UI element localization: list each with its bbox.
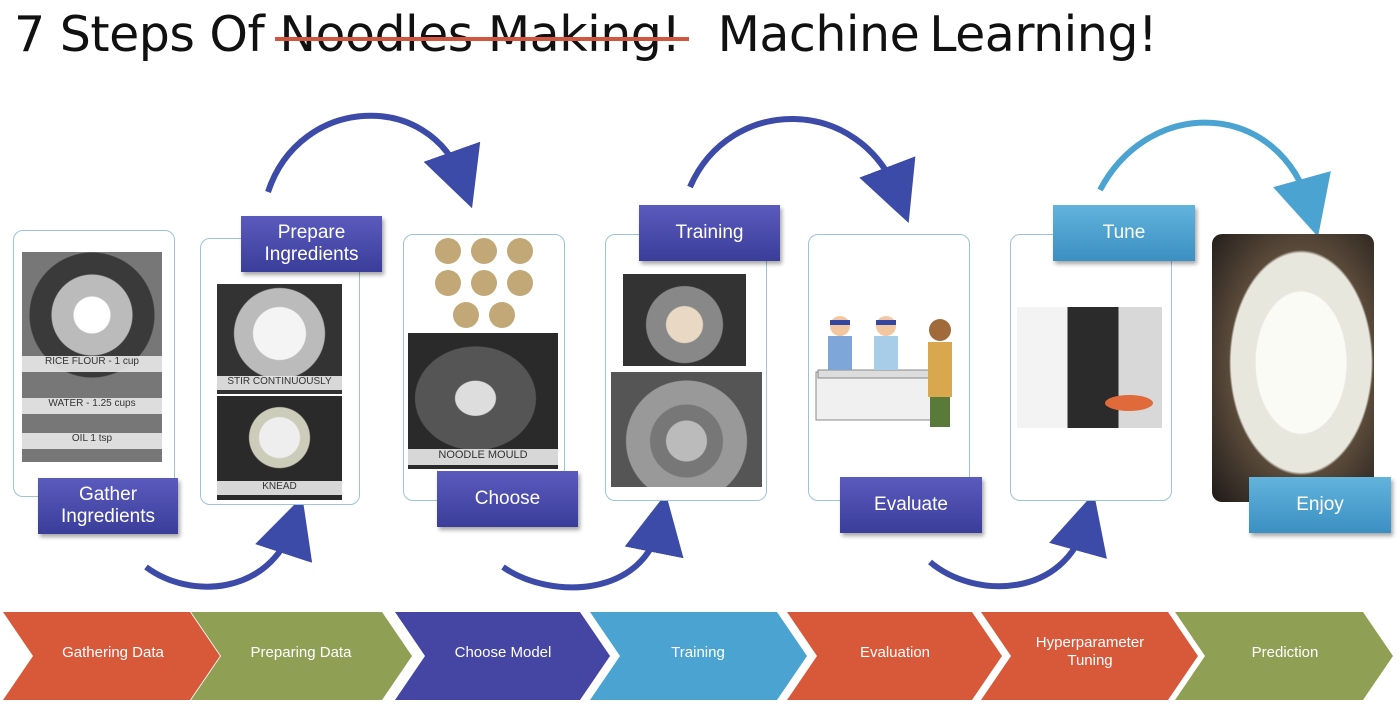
photo-rice-flour-pot: RICE FLOUR - 1 cup WATER - 1.25 cups OIL…	[22, 252, 162, 462]
arrow-top-3	[1097, 119, 1331, 237]
title-struck-text: Noodles Making!	[279, 6, 681, 63]
caption-knead: KNEAD	[217, 481, 342, 495]
chevron-hyperparameter-tuning	[981, 612, 1198, 700]
chevron-prediction	[1175, 612, 1393, 700]
label-evaluate: Evaluate	[840, 477, 982, 533]
label-gather-ingredients: Gather Ingredients	[38, 478, 178, 534]
arrow-bottom-3	[928, 493, 1107, 590]
arrow-top-2	[687, 116, 916, 224]
photo-chef-seasoning	[1017, 307, 1162, 428]
mould-discs	[435, 238, 533, 328]
photo-noodle-mould: NOODLE MOULD	[408, 333, 558, 469]
caption-water: WATER - 1.25 cups	[22, 398, 162, 414]
photo-stirring: STIR CONTINUOUSLY	[217, 284, 342, 394]
tasting-illustration	[815, 316, 952, 427]
ml-step-evaluation: Evaluation	[859, 644, 931, 661]
arrow-bottom-1	[144, 496, 313, 590]
label-enjoy: Enjoy	[1249, 477, 1391, 533]
chevron-evaluation	[787, 612, 1002, 700]
photo-pressing	[623, 274, 746, 366]
caption-stir: STIR CONTINUOUSLY	[217, 376, 342, 390]
chevron-training	[590, 612, 807, 700]
photo-kneading: KNEAD	[217, 396, 342, 500]
dish-plate	[1105, 395, 1153, 411]
label-tune: Tune	[1053, 205, 1195, 261]
ml-step-prediction: Prediction	[1251, 644, 1319, 661]
label-training: Training	[639, 205, 780, 261]
ml-step-gathering-data: Gathering Data	[62, 644, 164, 661]
photo-noodles-final	[1212, 234, 1374, 502]
photo-steamer	[611, 372, 762, 487]
ml-step-preparing-data: Preparing Data	[250, 644, 352, 661]
title-prefix: 7 Steps Of	[14, 6, 265, 63]
chevron-choose-model	[395, 612, 610, 700]
chevron-preparing-data	[191, 612, 412, 700]
label-prepare-ingredients: Prepare Ingredients	[241, 216, 382, 272]
label-choose: Choose	[437, 471, 578, 527]
ml-step-training: Training	[671, 644, 725, 661]
caption-oil: OIL 1 tsp	[22, 433, 162, 449]
ml-step-hyperparameter-tuning: Hyperparameter Tuning	[1035, 634, 1145, 669]
ml-process-strip	[3, 612, 1393, 700]
arrow-bottom-2	[501, 493, 684, 591]
flow-arrows	[144, 112, 1331, 591]
ml-step-choose-model: Choose Model	[454, 644, 552, 661]
arrow-top-1	[265, 112, 481, 209]
chevron-gathering-data	[3, 612, 220, 700]
caption-rice-flour: RICE FLOUR - 1 cup	[22, 356, 162, 372]
caption-mould: NOODLE MOULD	[408, 449, 558, 465]
title-replacement-b: Learning!	[929, 6, 1158, 63]
title-replacement-a: Machine	[717, 6, 920, 63]
